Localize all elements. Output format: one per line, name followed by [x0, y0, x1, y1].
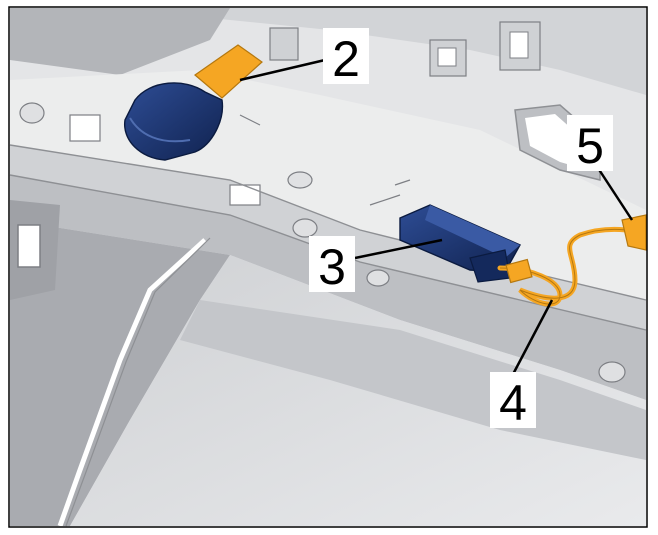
left-slot — [17, 224, 41, 268]
callout-2-label: 2 — [332, 31, 360, 87]
callout-3: 3 — [309, 236, 355, 295]
leader-line-5 — [596, 167, 634, 221]
lower-edge-line — [65, 237, 211, 527]
callout-4: 4 — [490, 372, 536, 431]
shelf-rib-b — [369, 194, 401, 206]
orange-clip — [621, 214, 647, 251]
shelf-hole-a — [287, 171, 313, 189]
callout-5-label: 5 — [576, 118, 604, 174]
rail-edge-bottom — [9, 174, 647, 331]
lower-edge-highlight — [57, 238, 207, 527]
rail-hole-c — [598, 361, 626, 383]
orange-harness-connector — [505, 258, 533, 284]
leader-lines — [239, 58, 634, 381]
callout-2-box — [323, 28, 369, 84]
shelf-rib-c — [394, 179, 411, 186]
rail-hole-b — [366, 269, 390, 287]
callout-5: 5 — [567, 115, 613, 174]
shelf-rib-a — [239, 114, 261, 126]
leader-line-3 — [354, 238, 443, 260]
blue-connector-cap — [124, 82, 224, 161]
callout-4-box — [490, 372, 536, 428]
orange-wiring-harness-outline — [499, 228, 641, 305]
callout-5-box — [567, 115, 613, 171]
upper-back-shadow — [10, 8, 230, 75]
rail-hole-d — [19, 102, 45, 124]
callout-4-label: 4 — [499, 375, 527, 431]
callout-2: 2 — [323, 28, 369, 87]
blue-cap-shading — [129, 117, 191, 143]
leader-line-2 — [239, 58, 326, 82]
shelf-slot-b — [69, 114, 101, 142]
leader-line-4 — [508, 299, 554, 381]
orange-tape-band — [194, 44, 263, 99]
callout-3-label: 3 — [318, 239, 346, 295]
callout-3-box — [309, 236, 355, 292]
rail-hole-a — [292, 218, 318, 238]
top-clip-c-slot — [509, 31, 529, 59]
blue-sensor-face — [425, 205, 520, 258]
lower-cavity — [10, 220, 230, 526]
figure-border — [8, 6, 648, 528]
shelf-slot-a — [229, 184, 261, 206]
top-clip-b-slot — [437, 47, 457, 67]
upper-back-panel — [10, 8, 646, 95]
top-clip-a — [269, 27, 299, 61]
rail-edge-top — [9, 144, 647, 301]
